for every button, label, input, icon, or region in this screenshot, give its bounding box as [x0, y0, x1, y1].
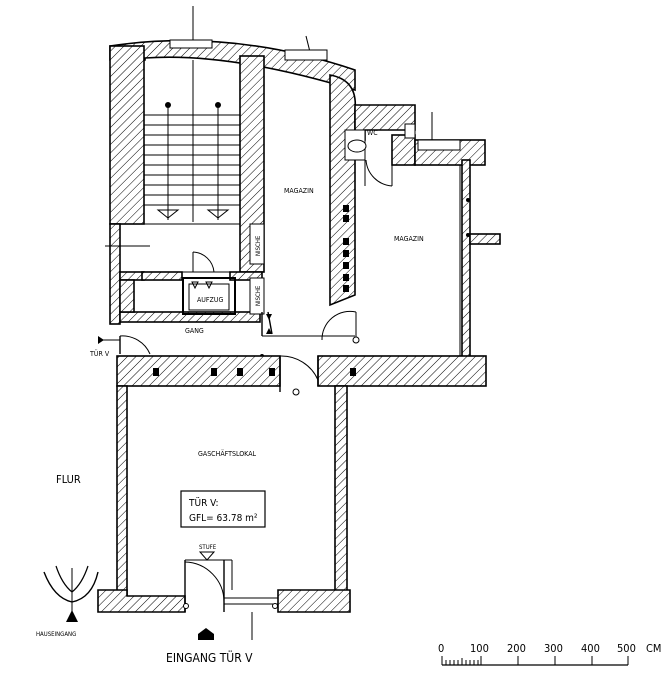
- scale-tick-100: 100: [470, 642, 489, 655]
- staircase: [143, 6, 313, 222]
- label-magazin-right: MAGAZIN: [394, 235, 424, 243]
- right-magazin-walls: [459, 159, 501, 361]
- label-magazin-left: MAGAZIN: [284, 187, 314, 195]
- scale-unit: CM: [646, 642, 661, 655]
- scale-tick-0: 0: [438, 642, 444, 655]
- label-flur: FLUR: [56, 473, 81, 486]
- wc-room: [344, 104, 486, 187]
- scale-tick-500: 500: [617, 642, 636, 655]
- label-nische-lower: NISCHE: [255, 285, 262, 306]
- scale-bar: 0 100 200 300 400 500 CM: [438, 642, 661, 666]
- label-eingang: EINGANG TÜR V: [166, 649, 253, 665]
- info-box: [180, 490, 266, 528]
- shop-walls: [97, 355, 487, 613]
- corridor-gang: [119, 310, 360, 358]
- info-line-1: TÜR V:: [188, 496, 219, 509]
- column-markers: [343, 205, 349, 292]
- label-geschaeftslokal: GASCHÄFTSLOKAL: [198, 449, 256, 458]
- shop-entrance-door: [183, 551, 278, 640]
- label-tuer-v-small: TÜR V: [89, 349, 110, 358]
- label-hauseingang: HAUSEINGANG: [36, 631, 76, 638]
- stairwell-walls: [109, 39, 357, 307]
- info-line-2: GFL= 63.78 m²: [189, 513, 258, 524]
- niche-lower: [249, 277, 265, 315]
- label-stufe: STUFE: [199, 544, 217, 551]
- house-entrance-symbol: [43, 565, 99, 622]
- scale-tick-300: 300: [544, 642, 563, 655]
- elevator: [182, 251, 236, 315]
- window-top: [284, 49, 328, 61]
- scale-tick-200: 200: [507, 642, 526, 655]
- niche-upper: [249, 223, 265, 265]
- label-aufzug: AUFZUG: [197, 296, 223, 304]
- scale-tick-400: 400: [581, 642, 600, 655]
- label-nische-upper: NISCHE: [255, 235, 262, 256]
- label-gang: GANG: [185, 327, 204, 335]
- label-wc: WC: [367, 129, 378, 137]
